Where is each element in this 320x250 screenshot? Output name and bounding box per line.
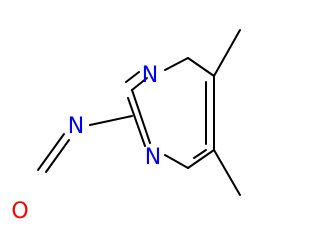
bond-n1-c6 <box>164 57 189 71</box>
atom-n-ring-bottom: N <box>145 145 161 170</box>
methyl-groups <box>213 29 241 196</box>
bond-n-c-iso <box>37 133 65 171</box>
bond-methyl-bottom <box>213 149 241 196</box>
molecule-structure: N N N O <box>11 29 241 224</box>
structure-canvas: N N N O <box>11 29 241 224</box>
bond-c2-n3-double <box>127 97 146 147</box>
bond-n-c-iso-double <box>45 139 70 173</box>
bond-methyl-top <box>213 29 241 77</box>
bond-n3-c4 <box>164 154 189 169</box>
bond-c6-c5-top <box>187 57 215 77</box>
bond-n1-c2 <box>131 77 148 91</box>
pyrimidine-ring <box>125 57 215 169</box>
bond-n1-c2-double <box>125 71 140 83</box>
bond-c2-n3 <box>131 89 151 144</box>
atom-o-isocyanate: O <box>11 199 28 224</box>
bond-c2-n-iso <box>89 115 133 126</box>
atom-n-ring-top: N <box>142 63 158 88</box>
bond-c4-c5-double <box>193 149 207 159</box>
isocyanate-group <box>37 115 133 173</box>
atom-n-isocyanate: N <box>68 114 84 139</box>
bond-c4-c5 <box>187 149 215 169</box>
